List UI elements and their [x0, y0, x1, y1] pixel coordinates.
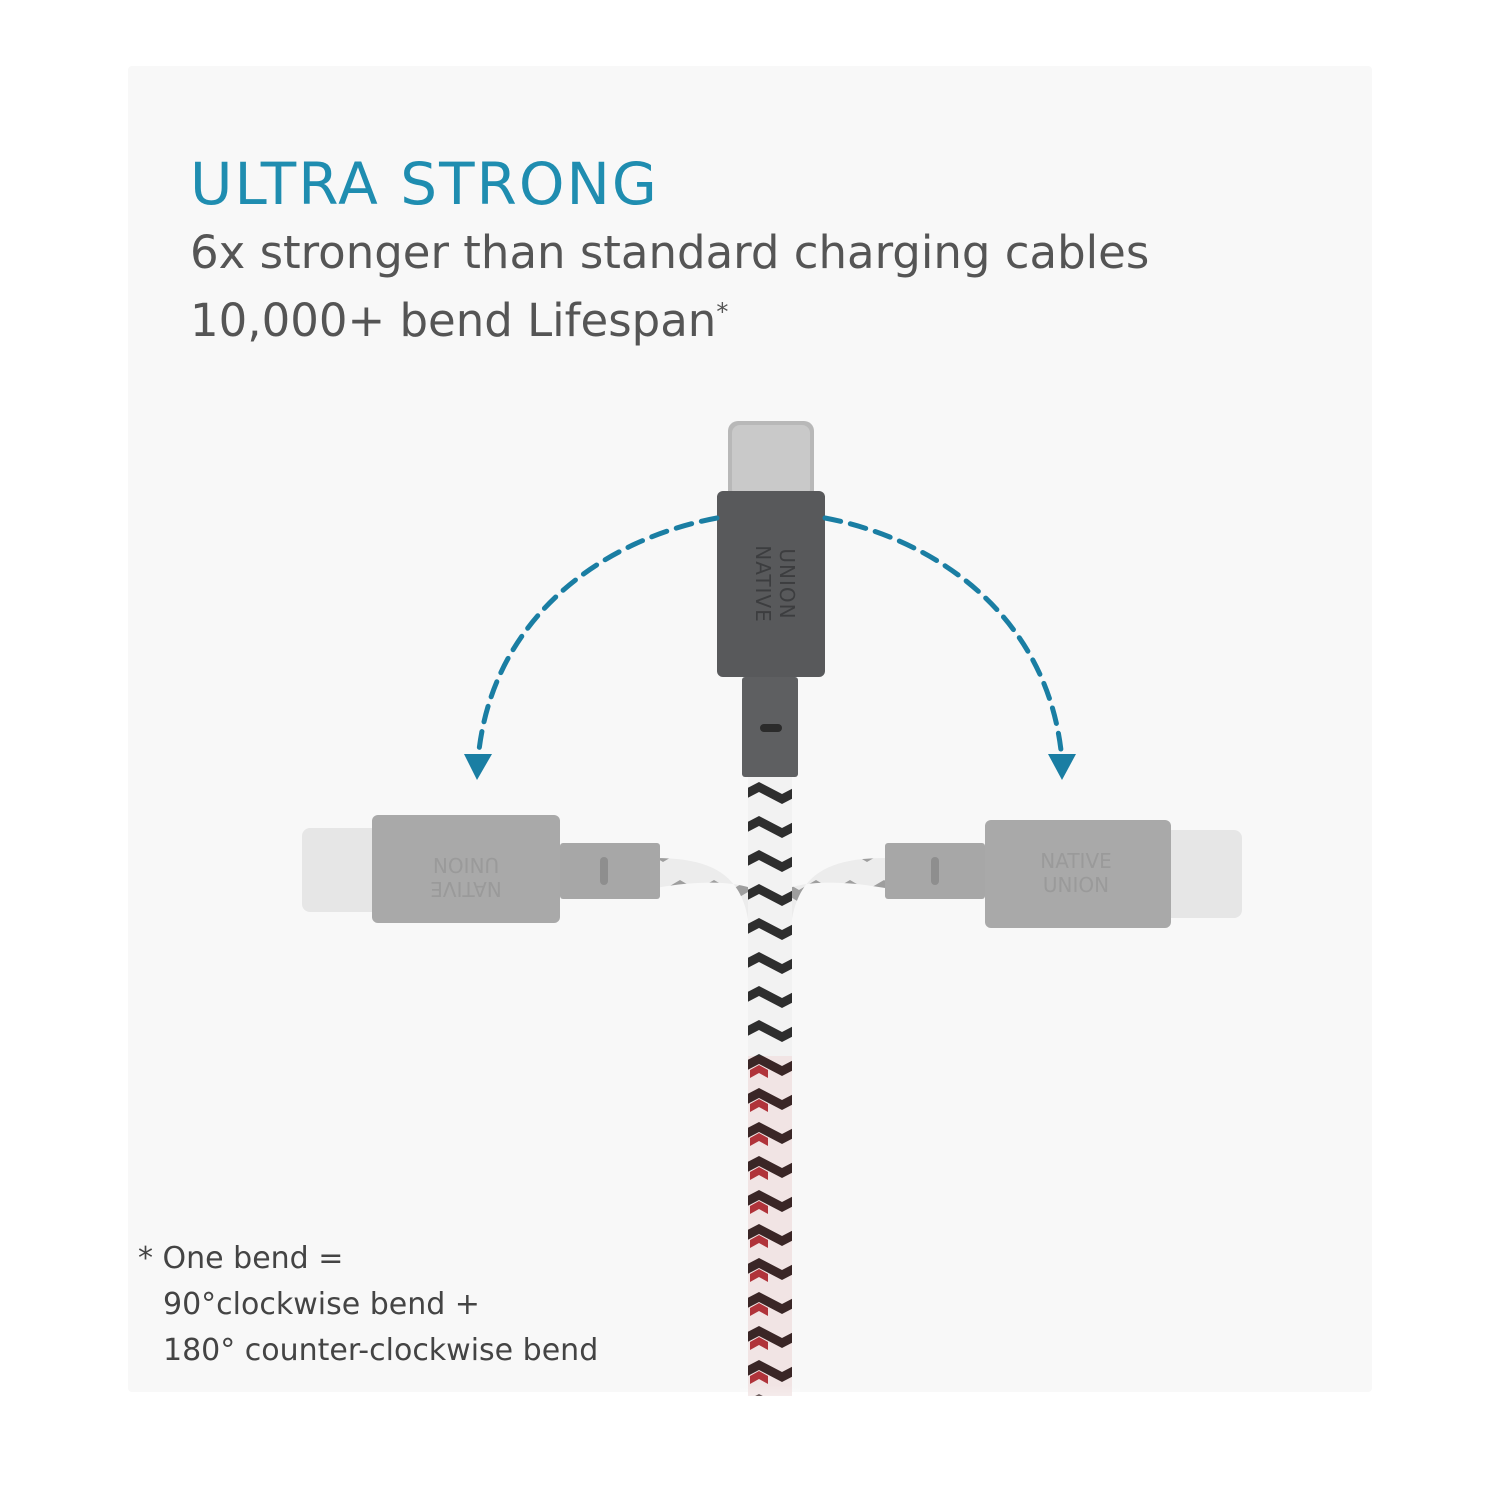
footnote: * One bend = 90°clockwise bend + 180° co…: [138, 1236, 598, 1374]
footnote-line-2: 90°clockwise bend +: [163, 1287, 480, 1322]
right-bend-arrow: [822, 515, 1076, 780]
top-brand-line1: NATIVE: [751, 545, 775, 623]
headline: ULTRA STRONG: [190, 150, 659, 218]
right-brand-line2: UNION: [1043, 873, 1109, 897]
left-bend-arrow: [464, 515, 720, 780]
footnote-line-1: * One bend =: [138, 1236, 598, 1282]
lifespan-text: 10,000+ bend Lifespan: [190, 294, 717, 347]
footnote-marker: *: [716, 298, 729, 326]
braid-fade: [740, 1385, 800, 1425]
footnote-text-1: One bend =: [162, 1241, 344, 1276]
left-brand-line1: NATIVE: [430, 877, 502, 901]
footnote-asterisk: *: [138, 1241, 153, 1276]
top-brand-line2: UNION: [775, 548, 799, 619]
lifespan-claim: 10,000+ bend Lifespan*: [190, 294, 728, 347]
main-braid-upper: [748, 776, 792, 1056]
top-usb-c-connector: NATIVE UNION: [717, 421, 825, 777]
main-braid-lower: [748, 1056, 792, 1396]
right-usb-c-connector: NATIVE UNION: [885, 820, 1242, 928]
footnote-line-3: 180° counter-clockwise bend: [163, 1333, 599, 1368]
right-brand-line1: NATIVE: [1040, 849, 1112, 873]
left-usb-c-connector: UNION NATIVE: [302, 815, 660, 923]
strength-claim: 6x stronger than standard charging cable…: [190, 226, 1150, 279]
left-brand-line2: UNION: [433, 853, 499, 877]
